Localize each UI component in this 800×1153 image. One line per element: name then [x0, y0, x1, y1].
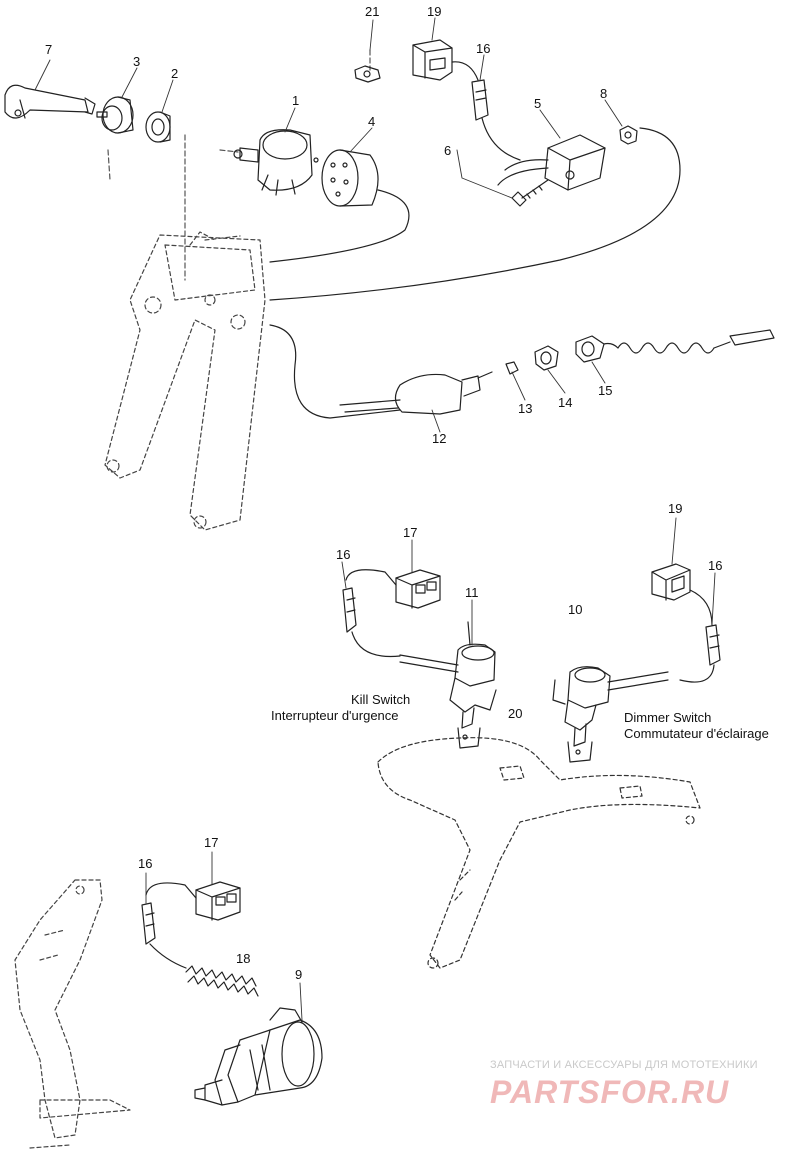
leader-lines [34, 17, 716, 1021]
connector-17-bottom [195, 881, 241, 921]
dimmer-switch-label-en: Dimmer Switch [624, 710, 712, 725]
terminal-16-mid-right [679, 589, 721, 683]
connector-17-mid [395, 569, 441, 609]
watermark-logo: PARTSFOR.RU [490, 1074, 730, 1110]
callout-19-top: 19 [427, 4, 442, 19]
callout-8: 8 [600, 86, 608, 101]
terminal-21 [354, 65, 381, 83]
nut-8 [269, 125, 681, 301]
tether-switch-harness [269, 324, 493, 419]
ignition-bezel [96, 96, 134, 134]
callout-18: 18 [236, 951, 251, 966]
callout-4: 4 [368, 114, 376, 129]
nut-14 [534, 345, 559, 371]
tether-cap-15 [575, 329, 775, 363]
brake-switch [194, 1007, 323, 1106]
callout-13: 13 [518, 401, 533, 416]
callout-2: 2 [171, 66, 179, 81]
spring-18 [185, 965, 259, 997]
handlebar [377, 737, 701, 969]
mounting-bolt [511, 179, 549, 207]
callout-17-bottom: 17 [204, 835, 219, 850]
kill-switch-label-fr: Interrupteur d'urgence [271, 708, 399, 723]
terminal-16-top [451, 61, 521, 161]
callout-21: 21 [365, 4, 380, 19]
terminal-16-bottom [141, 882, 197, 969]
callout-1: 1 [292, 93, 300, 108]
dimmer-switch-label-fr: Commutateur d'éclairage [624, 726, 769, 741]
callout-16-top: 16 [476, 41, 491, 56]
callout-9: 9 [295, 967, 303, 982]
terminal-16-mid-left [342, 569, 401, 658]
ignition-switch [233, 129, 319, 196]
callout-19-mid: 19 [668, 501, 683, 516]
relay-module [497, 134, 606, 191]
kill-switch-label-en: Kill Switch [351, 692, 411, 707]
callout-11: 11 [465, 585, 479, 600]
callout-16-mid-right: 16 [708, 558, 723, 573]
ignition-connector [269, 149, 410, 263]
callout-14: 14 [558, 395, 573, 410]
dimmer-switch [552, 666, 669, 763]
callout-12: 12 [432, 431, 447, 446]
callout-15: 15 [598, 383, 613, 398]
brake-lever [14, 879, 131, 1149]
callout-7: 7 [45, 42, 53, 57]
callout-16-mid-left: 16 [336, 547, 351, 562]
watermark-tagline: ЗАПЧАСТИ И АКСЕССУАРЫ ДЛЯ МОТОТЕХНИКИ [490, 1059, 758, 1071]
steering-column-frame [104, 231, 266, 531]
callout-16-bottom: 16 [138, 856, 153, 871]
ignition-key [4, 84, 96, 119]
callout-6: 6 [444, 143, 452, 158]
connector-19-mid [651, 563, 691, 601]
callout-10: 10 [568, 602, 583, 617]
callout-17-mid: 17 [403, 525, 418, 540]
spacer-13 [505, 361, 519, 375]
callout-5: 5 [534, 96, 542, 111]
connector-19-top [412, 39, 453, 81]
kill-switch [399, 621, 497, 749]
ignition-nut [145, 111, 171, 143]
callout-20: 20 [508, 706, 523, 721]
callout-3: 3 [133, 54, 141, 69]
